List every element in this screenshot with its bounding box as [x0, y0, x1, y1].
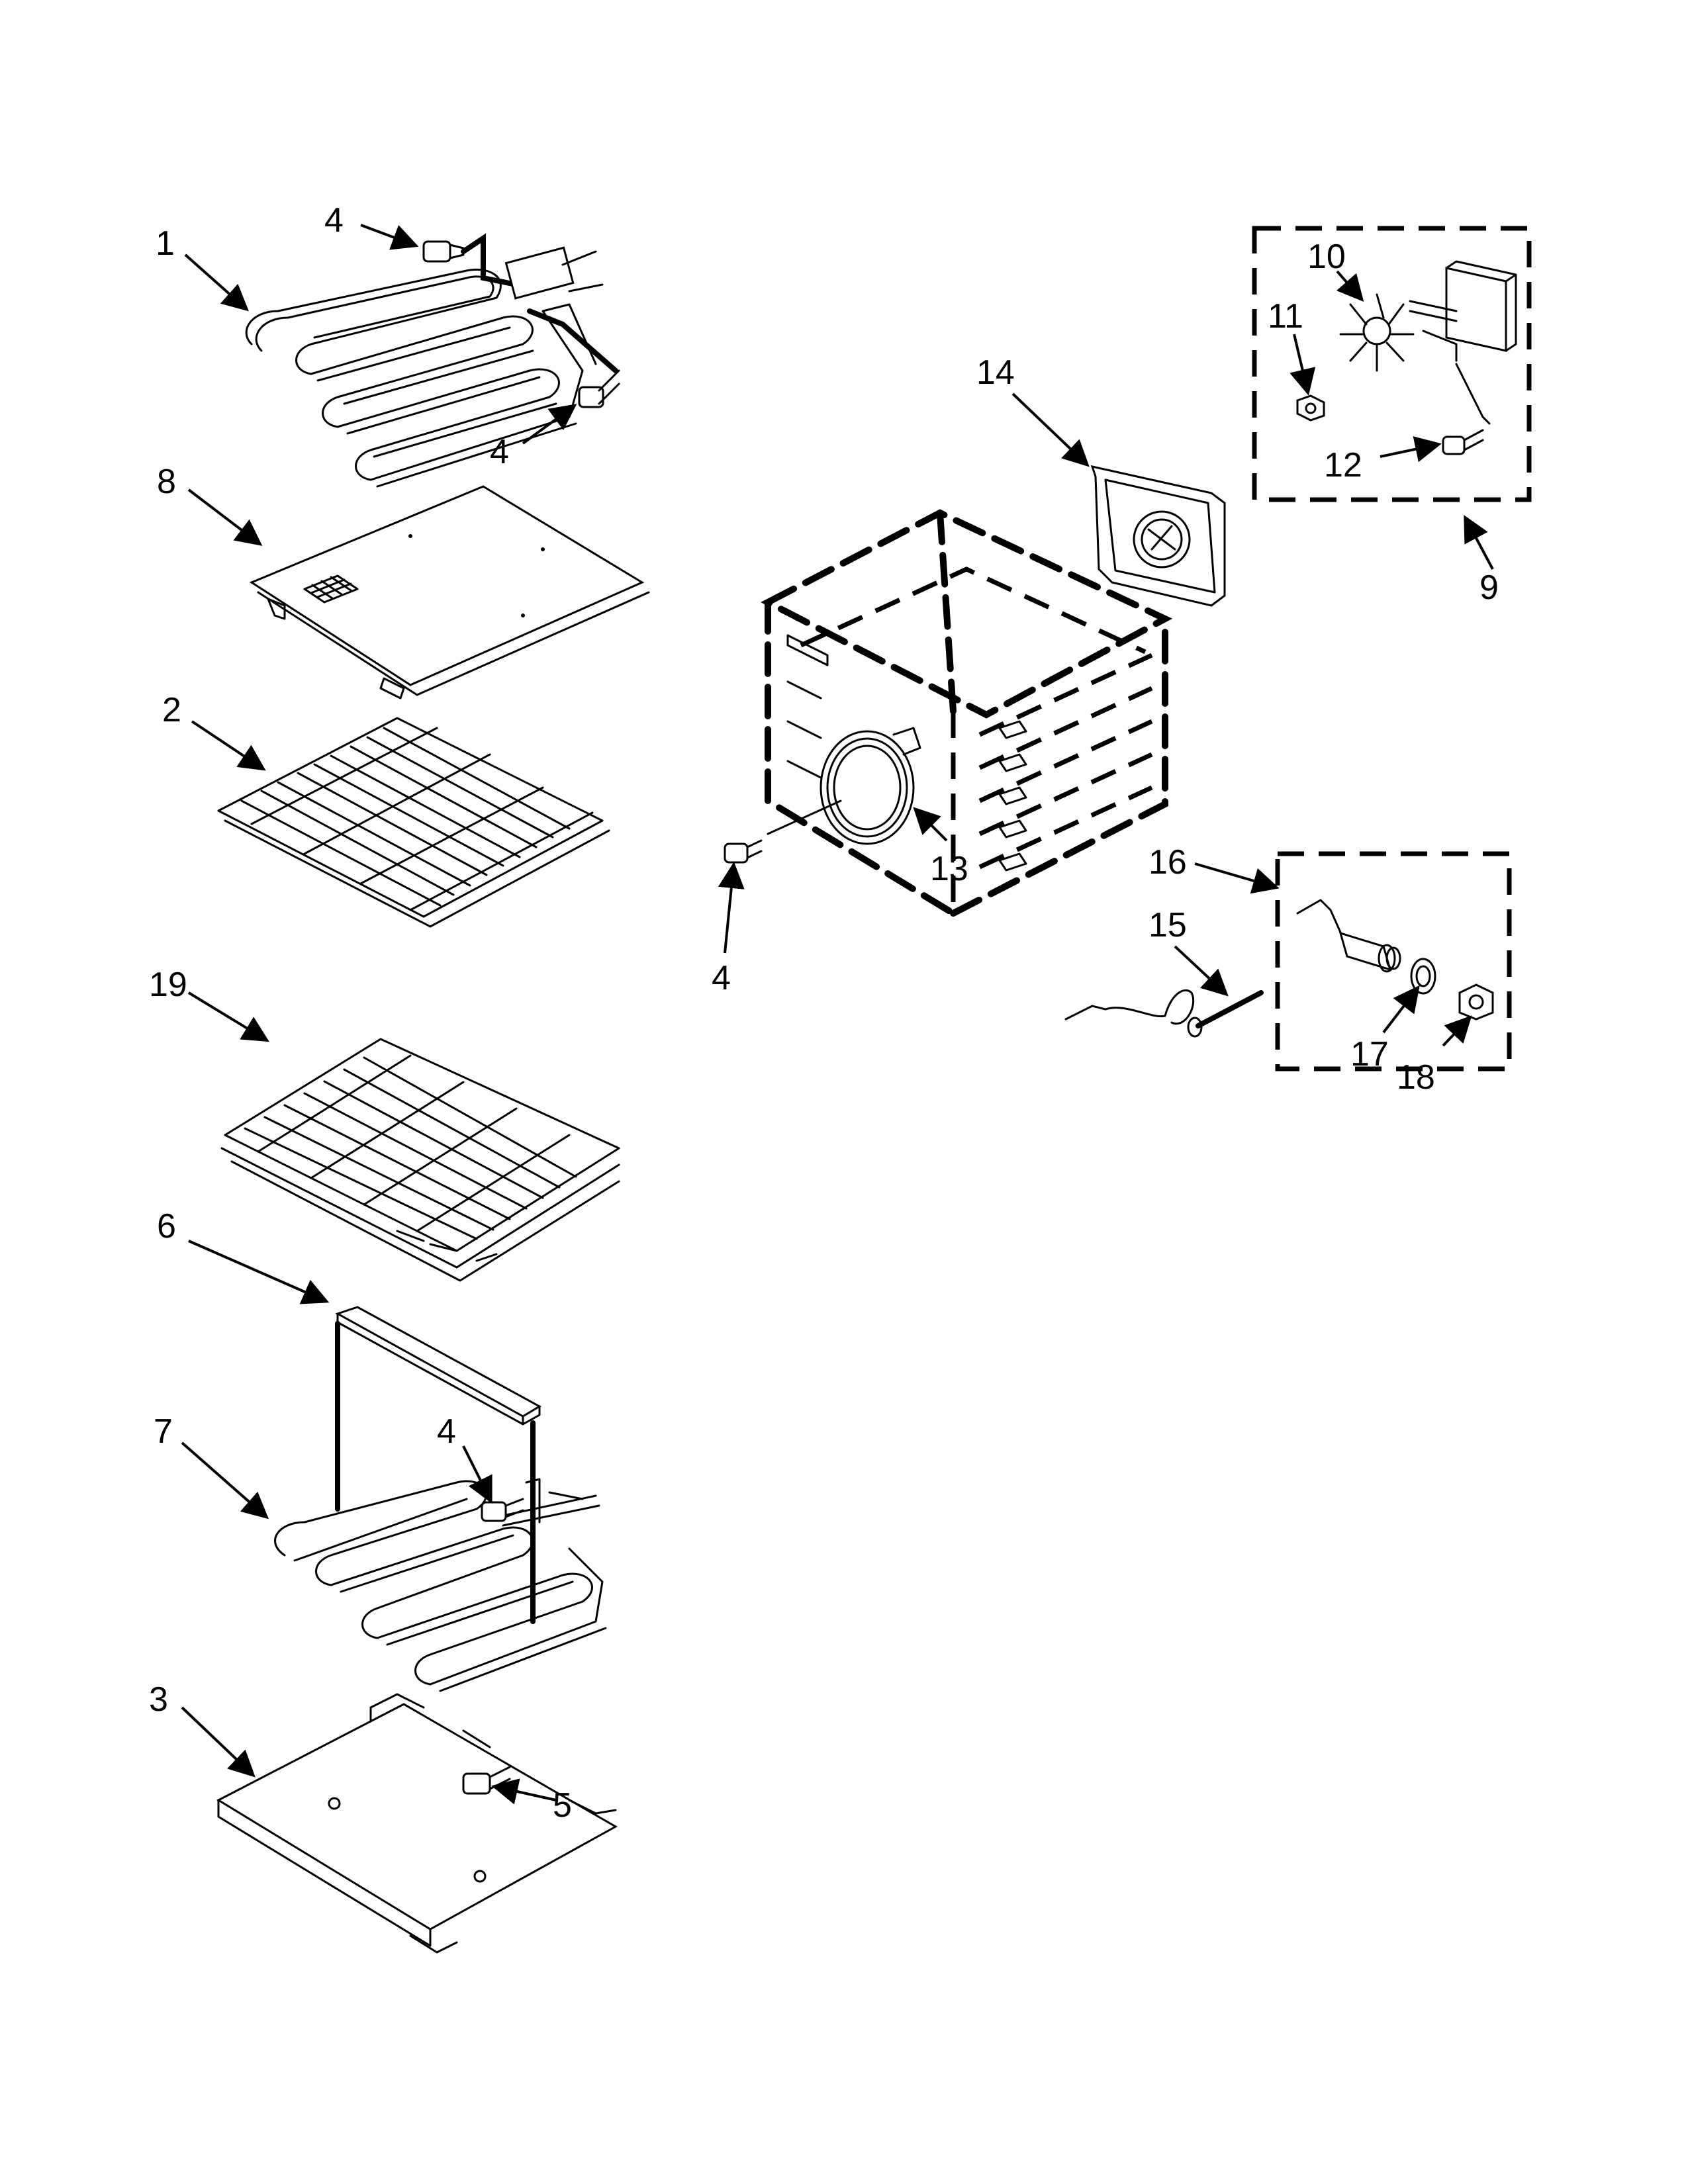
callout-16: 16 [1149, 843, 1187, 882]
callout-1: 1 [156, 224, 175, 263]
callout-6: 6 [157, 1207, 176, 1246]
left-wall-slots [786, 634, 829, 779]
callout-14: 14 [976, 353, 1015, 392]
oven-bottom-panel [216, 1693, 618, 1954]
lock-washer [1410, 958, 1436, 995]
fan-motor [1409, 260, 1517, 425]
callout-10: 10 [1307, 238, 1346, 276]
screw-icon [578, 369, 620, 408]
callout-19: 19 [149, 966, 187, 1004]
callout-4: 4 [712, 959, 731, 997]
callout-7: 7 [154, 1412, 173, 1451]
convection-fan-assembly-box [1252, 226, 1532, 502]
callout-3: 3 [149, 1680, 168, 1719]
callout-4: 4 [437, 1412, 456, 1451]
meat-probe [1064, 989, 1264, 1038]
fan-blade [1339, 293, 1415, 372]
callout-17: 17 [1350, 1035, 1389, 1073]
callout-15: 15 [1149, 906, 1187, 944]
oven-rack [217, 717, 610, 928]
callout-9: 9 [1479, 569, 1499, 607]
bake-element [274, 1478, 607, 1692]
callout-13: 13 [930, 850, 968, 888]
convection-element [767, 727, 921, 845]
screw-icon [1442, 429, 1484, 455]
screw-icon [724, 839, 763, 864]
screw-icon [481, 1498, 524, 1522]
callout-11: 11 [1268, 297, 1303, 336]
sliding-rack [220, 1038, 620, 1282]
nut-icon [1296, 394, 1325, 422]
hex-nut [1458, 983, 1494, 1021]
callout-4: 4 [490, 433, 509, 471]
convection-fan-cover [1090, 465, 1226, 607]
callout-12: 12 [1324, 446, 1362, 484]
broil-element [245, 233, 618, 488]
callout-8: 8 [157, 463, 176, 501]
sensor-connector [1296, 899, 1401, 973]
callout-4: 4 [324, 201, 344, 240]
oven-top-panel [249, 485, 650, 700]
rack-supports [978, 653, 1153, 872]
heat-shield-bar [335, 1306, 542, 1624]
callout-2: 2 [162, 691, 181, 729]
callout-18: 18 [1397, 1058, 1435, 1097]
oven-cavity [761, 509, 1173, 917]
screw-icon [422, 240, 465, 263]
temperature-sensor-box [1275, 851, 1512, 1071]
vent-grid [303, 574, 359, 604]
callout-5: 5 [553, 1786, 572, 1825]
